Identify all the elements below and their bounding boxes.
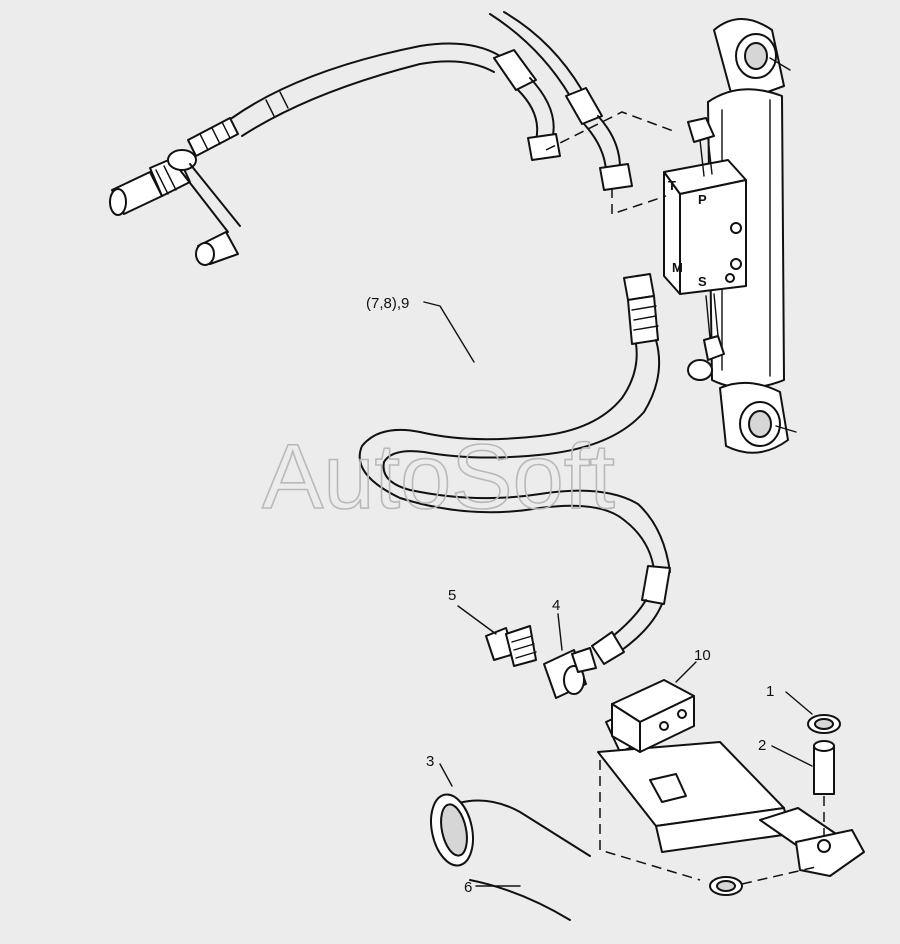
elbow-fitting-4	[543, 647, 597, 699]
port-m-label: M	[672, 260, 683, 275]
port-t-label: T	[668, 178, 676, 193]
retaining-ring-bottom	[709, 876, 743, 896]
callout-leaders	[423, 301, 813, 887]
watermark: AutoSoft	[262, 426, 615, 528]
callout-10: 10	[694, 647, 711, 664]
top-supply-hose	[187, 11, 633, 191]
callout-2: 2	[758, 737, 766, 754]
lower-assembly-leader-lines	[599, 760, 825, 885]
hose-clamp-3	[430, 793, 474, 867]
callout-3: 3	[426, 753, 434, 770]
quick-coupler	[109, 149, 241, 266]
callout-6: 6	[464, 879, 472, 896]
adapter-fitting-5	[485, 625, 537, 667]
callout-hose-assembly: (7,8),9	[366, 295, 409, 312]
connection-leader-lines	[545, 111, 677, 216]
retaining-ring-1	[807, 714, 841, 734]
valve-port-labels: T P M S	[668, 178, 707, 289]
pin-2	[813, 740, 835, 795]
control-valve-block	[663, 117, 747, 381]
callout-5: 5	[448, 587, 456, 604]
main-hose-assembly	[358, 273, 671, 665]
lower-cylinder	[597, 711, 865, 877]
callout-4: 4	[552, 597, 560, 614]
port-s-label: S	[698, 274, 707, 289]
valve-block-10	[611, 679, 695, 753]
callout-1: 1	[766, 683, 774, 700]
port-p-label: P	[698, 192, 707, 207]
